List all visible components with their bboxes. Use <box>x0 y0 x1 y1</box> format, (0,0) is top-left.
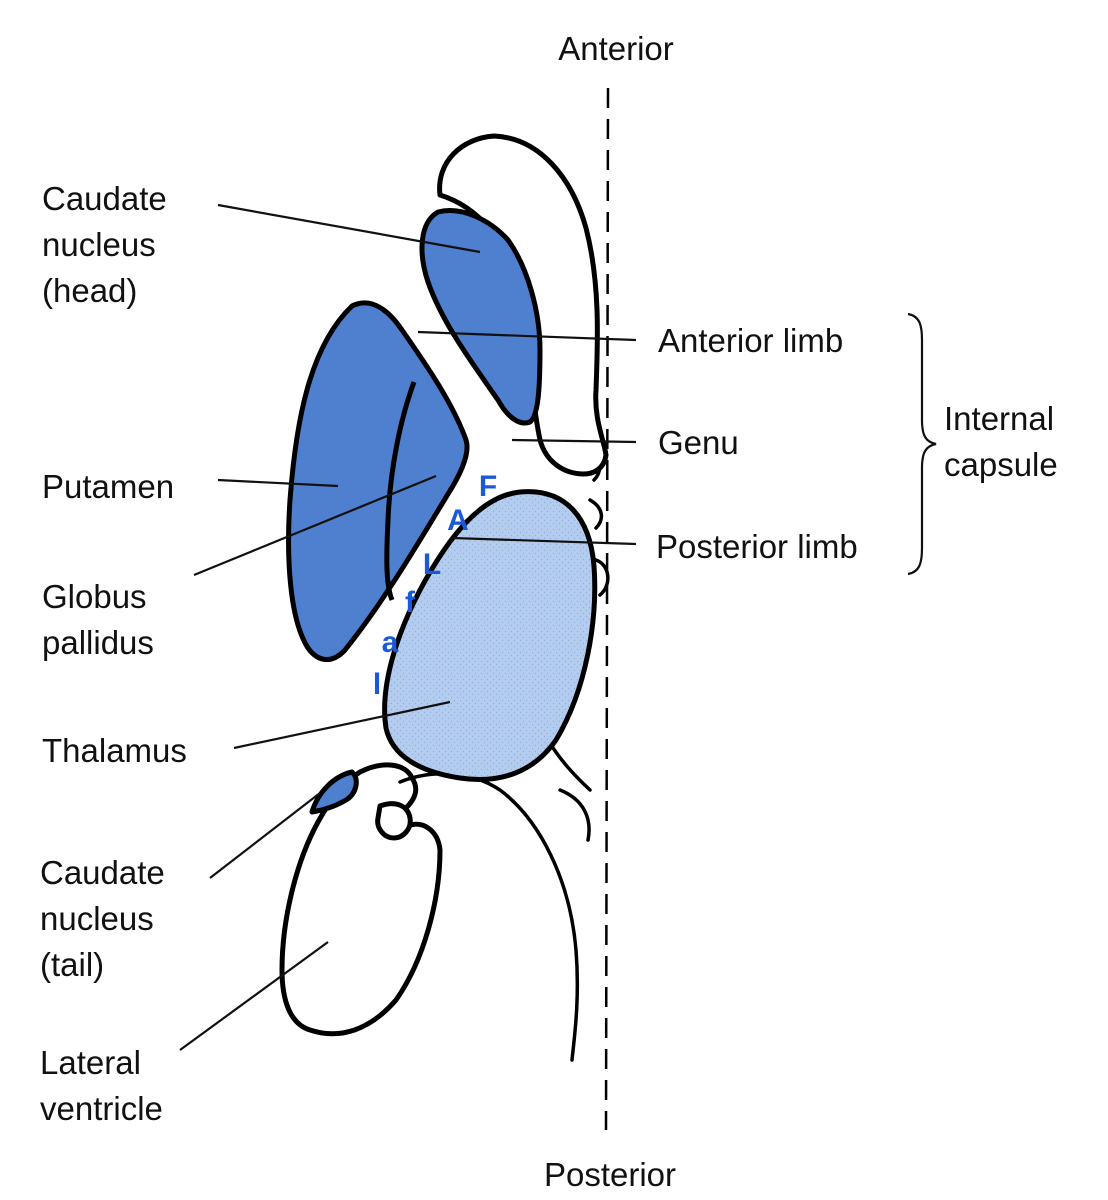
caudate-head-body <box>419 208 543 426</box>
fiber-letter-L: L <box>423 548 441 581</box>
leader-lateral-ventricle <box>179 941 329 1051</box>
label-caudate-head: Caudate nucleus (head) <box>42 180 176 309</box>
leader-thalamus <box>233 700 451 750</box>
label-genu: Genu <box>658 424 739 461</box>
label-anterior-limb: Anterior limb <box>658 322 843 359</box>
fiber-letter-l: l <box>373 668 381 701</box>
putamen-shape <box>286 300 470 662</box>
leader-caudate-head <box>217 203 481 254</box>
midline-dashed <box>604 87 610 1131</box>
leader-putamen <box>217 478 339 488</box>
fiber-letter-a: a <box>382 626 399 659</box>
leader-genu <box>511 438 637 444</box>
leader-globus-pallidus <box>193 474 437 577</box>
globus-pallidus-boundary <box>384 381 417 601</box>
internal-capsule-bracket <box>907 312 937 576</box>
choroid-process <box>375 801 413 841</box>
leader-anterior-limb <box>417 330 637 342</box>
thalamus-shape <box>382 489 598 782</box>
leader-posterior-limb <box>451 536 637 546</box>
label-lateral-ventricle: Lateral ventricle <box>40 1044 163 1127</box>
label-internal-capsule: Internal capsule <box>944 400 1063 483</box>
label-thalamus: Thalamus <box>42 732 187 769</box>
orientation-posterior: Posterior <box>544 1156 676 1193</box>
label-globus-pallidus: Globus pallidus <box>42 578 156 661</box>
caudate-tail-shape <box>309 769 359 815</box>
label-posterior-limb: Posterior limb <box>656 528 858 565</box>
label-putamen: Putamen <box>42 468 174 505</box>
fiber-letter-A: A <box>447 504 469 537</box>
leader-caudate-tail <box>209 792 321 879</box>
fiber-letter-f: f <box>405 586 416 619</box>
orientation-anterior: Anterior <box>558 30 674 67</box>
fiber-letter-F: F <box>479 470 497 503</box>
label-caudate-tail: Caudate nucleus (tail) <box>40 854 174 983</box>
